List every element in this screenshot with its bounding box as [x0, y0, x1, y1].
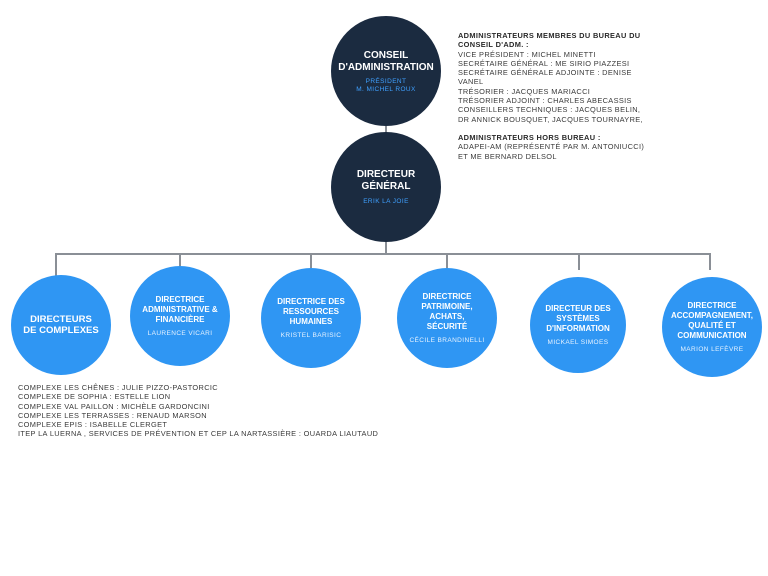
complexes-list: COMPLEXE LES CHÊNES : JULIE PIZZO-PASTOR…	[18, 383, 438, 439]
dept-title-line: PATRIMOINE, ACHATS,	[421, 302, 473, 321]
dept-ressources-humaines: DIRECTRICE DES RESSOURCES HUMAINES KRIST…	[261, 268, 361, 368]
connector-drop-4	[446, 253, 448, 268]
bureau-heading-line1: ADMINISTRATEURS MEMBRES DU BUREAU DU	[458, 31, 641, 40]
connector-dg-down	[385, 240, 387, 254]
dept-title-line: DIRECTEUR DES	[545, 304, 611, 313]
complex-item: COMPLEXE EPIS : ISABELLE CLERGET	[18, 420, 168, 430]
bureau-member: VICE PRÉSIDENT : MICHEL MINETTI	[458, 49, 596, 59]
dept-title-line: SÉCURITÉ	[426, 322, 468, 331]
board-node: CONSEIL D'ADMINISTRATION PRÉSIDENT M. MI…	[331, 16, 441, 126]
board-title-line2: D'ADMINISTRATION	[338, 61, 434, 73]
connector-drop-6	[709, 253, 711, 270]
dept-title-line: DIRECTRICE	[422, 292, 472, 301]
dept-person-name: CÉCILE BRANDINELLI	[409, 337, 485, 344]
dept-title-line: SYSTÈMES	[556, 314, 600, 323]
bureau-members-block: ADMINISTRATEURS MEMBRES DU BUREAU DU CON…	[458, 31, 758, 161]
hors-bureau-member: ADAPEI-AM (REPRÉSENTÉ PAR M. ANTONIUCCI)	[458, 142, 645, 152]
bureau-member: SECRÉTAIRE GÉNÉRALE ADJOINTE : DENISE	[458, 68, 632, 78]
board-title-line1: CONSEIL	[363, 49, 409, 61]
dept-systemes-information: DIRECTEUR DES SYSTÈMES D'INFORMATION MIC…	[530, 277, 626, 373]
bureau-heading-line2: CONSEIL D'ADM. :	[458, 40, 529, 50]
connector-board-dg	[385, 126, 387, 134]
complex-item: ITEP LA LUERNA , SERVICES DE PRÉVENTION …	[18, 429, 379, 439]
dept-person-name: KRISTEL BARISIC	[280, 332, 342, 339]
bureau-member: VANEL	[458, 77, 484, 87]
complex-item: COMPLEXE LES CHÊNES : JULIE PIZZO-PASTOR…	[18, 383, 218, 392]
dept-title-line: ADMINISTRATIVE &	[142, 305, 218, 314]
dept-title-line: QUALITÉ ET	[688, 321, 736, 330]
dept-title-line: DIRECTRICE	[687, 301, 737, 310]
dept-title-line: DIRECTRICE	[155, 295, 205, 304]
complex-item: COMPLEXE DE SOPHIA : ESTELLE LION	[18, 392, 171, 402]
director-general-node: DIRECTEUR GÉNÉRAL ERIK LA JOIE	[331, 132, 441, 242]
hors-bureau-heading: ADMINISTRATEURS HORS BUREAU :	[458, 132, 601, 142]
bureau-member: TRÉSORIER : JACQUES MARIACCI	[458, 86, 591, 96]
dept-accompagnement-qualite-communication: DIRECTRICE ACCOMPAGNEMENT, QUALITÉ ET CO…	[662, 277, 762, 377]
connector-drop-3	[310, 253, 312, 268]
connector-horizontal	[55, 253, 709, 255]
complex-item: COMPLEXE VAL PAILLON : MICHÈLE GARDONCIN…	[18, 401, 210, 411]
bureau-member: DR ANNICK BOUSQUET, JACQUES TOURNAYRE,	[458, 114, 643, 124]
dept-person-name: MICKAEL SIMOES	[547, 339, 609, 346]
dept-title-line: DIRECTEURS	[30, 313, 92, 325]
dept-title-line: ACCOMPAGNEMENT,	[670, 311, 754, 320]
bureau-member: SECRÉTAIRE GÉNÉRAL : ME SIRIO PIAZZESI	[458, 58, 630, 68]
board-president-name: M. MICHEL ROUX	[356, 85, 416, 93]
bureau-member: TRÉSORIER ADJOINT : CHARLES ABECASSIS	[458, 96, 632, 106]
connector-drop-1	[55, 253, 57, 276]
dept-administrative-financiere: DIRECTRICE ADMINISTRATIVE & FINANCIÈRE L…	[130, 266, 230, 366]
dept-title-line: RESSOURCES	[282, 307, 339, 316]
bureau-member: CONSEILLERS TECHNIQUES : JACQUES BELIN,	[458, 105, 641, 115]
dept-title-line: D'INFORMATION	[546, 324, 610, 333]
dept-title-line: DE COMPLEXES	[23, 325, 99, 336]
hors-bureau-member: ET ME BERNARD DELSOL	[458, 151, 557, 161]
dept-title-line: COMMUNICATION	[677, 331, 747, 340]
dept-title-line: DIRECTRICE DES	[277, 297, 345, 306]
dept-title-line: FINANCIÈRE	[155, 315, 205, 324]
dept-title-line: HUMAINES	[289, 317, 333, 326]
director-general-title: DIRECTEUR GÉNÉRAL	[356, 169, 416, 192]
dept-person-name: MARION LEFÈVRE	[680, 346, 744, 353]
connector-drop-5	[578, 253, 580, 270]
dept-patrimoine-achats-securite: DIRECTRICE PATRIMOINE, ACHATS, SÉCURITÉ …	[397, 268, 497, 368]
dept-person-name: LAURENCE VICARI	[147, 330, 213, 337]
board-president-label: PRÉSIDENT	[365, 77, 407, 85]
connector-drop-2	[179, 253, 181, 266]
director-general-name: ERIK LA JOIE	[363, 198, 409, 205]
dept-directeurs-complexes: DIRECTEURS DE COMPLEXES	[11, 275, 111, 375]
complex-item: COMPLEXE LES TERRASSES : RENAUD MARSON	[18, 410, 207, 420]
